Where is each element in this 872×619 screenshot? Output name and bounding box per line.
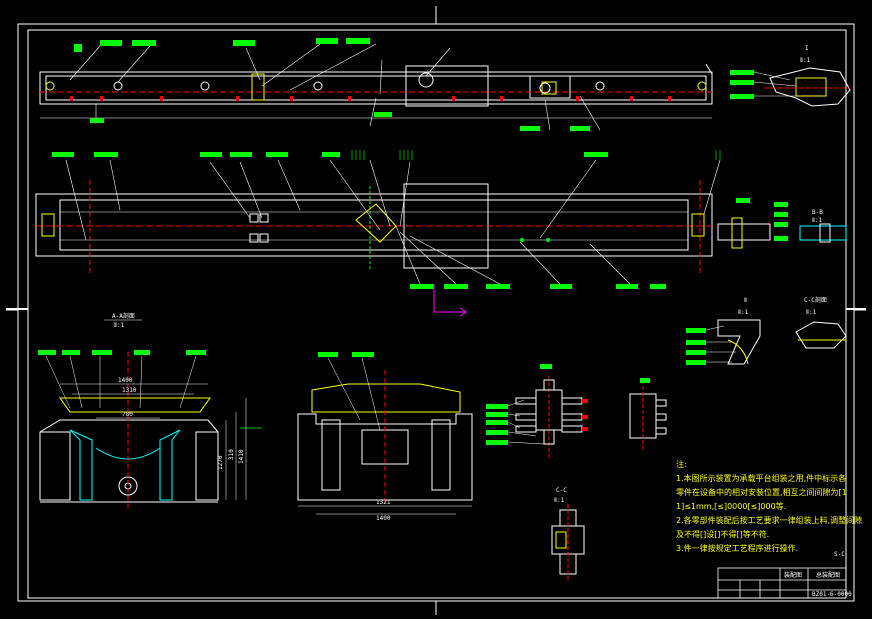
detail-mid-scale: Ⅱ:1: [812, 217, 823, 224]
detail-II: Ⅱ Ⅱ:1 C-C剖面 Ⅱ:1: [686, 296, 847, 365]
detail-II-label: Ⅱ: [744, 297, 747, 304]
detail-I-label: I: [805, 45, 809, 52]
notes-heading: 注:: [676, 460, 687, 469]
detail-bottom-cc: C-C Ⅱ:1: [551, 487, 585, 580]
title-block: [717, 567, 847, 599]
detail-cc-title: C-C剖面: [804, 296, 827, 304]
section-AA: A-A剖面 Ⅱ:1 1400 1310 780 1270 310 1410: [38, 312, 262, 508]
section-aa-scale: Ⅱ:1: [114, 322, 125, 329]
detail-mid-title: B-B: [812, 209, 823, 216]
top-elevation-view: [39, 38, 713, 131]
aa-dim-inner: 780: [122, 411, 133, 418]
notes-line-1: 1.本图所示装置为承载平台组装之用,件中标示各: [676, 474, 847, 483]
aa-dim-total: 1400: [118, 377, 133, 384]
detail-I-top-right: I Ⅱ:1: [730, 45, 851, 107]
bottom-cc-scale: Ⅱ:1: [554, 497, 565, 504]
title-block-sheet-mark: S-C: [834, 551, 845, 558]
detail-I-scale: Ⅱ:1: [800, 57, 811, 64]
aa-dim-height-b: 310: [228, 449, 235, 460]
notes-line-3: 1]≤1mm,[≤]0000[≤]000等.: [676, 502, 787, 511]
plan-view: [35, 150, 721, 317]
drawing-frame: [6, 6, 866, 615]
section-middle: 1321 1400: [297, 352, 473, 522]
section-aa-title: A-A剖面: [112, 312, 135, 320]
title-block-left-label: 装配图: [784, 571, 802, 579]
valve-assembly: [486, 364, 667, 460]
aa-dim-mid: 1310: [122, 387, 137, 394]
title-block-right-label: 总装配图: [816, 571, 840, 579]
title-block-drawing-no: BZ01-6-0000: [812, 591, 852, 598]
aa-dim-height-a: 1270: [217, 455, 224, 470]
detail-right-small: B-B Ⅱ:1: [717, 198, 847, 249]
detail-II-scale: Ⅱ:1: [738, 309, 749, 316]
notes-block: 注: 1.本图所示装置为承载平台组装之用,件中标示各 零件在设备中的相对安装位置…: [676, 458, 862, 556]
notes-line-2: 零件在设备中的相对安装位置,相互之间间隙为[1: [676, 488, 847, 497]
bottom-cc-title: C-C: [556, 487, 567, 494]
notes-line-4: 2.各零部件装配后按工艺要求一律组装上料,调整间隙: [676, 516, 863, 525]
aa-dim-height-c: 1410: [238, 449, 245, 464]
mid-dim-b: 1400: [376, 515, 391, 522]
notes-line-6: 3.件一律按规定工艺程序进行操作.: [676, 544, 799, 553]
detail-cc-scale: Ⅱ:1: [806, 309, 817, 316]
notes-line-5: 及不得[]设[]不得[]等不符.: [676, 530, 770, 539]
mid-dim-a: 1321: [376, 499, 391, 506]
